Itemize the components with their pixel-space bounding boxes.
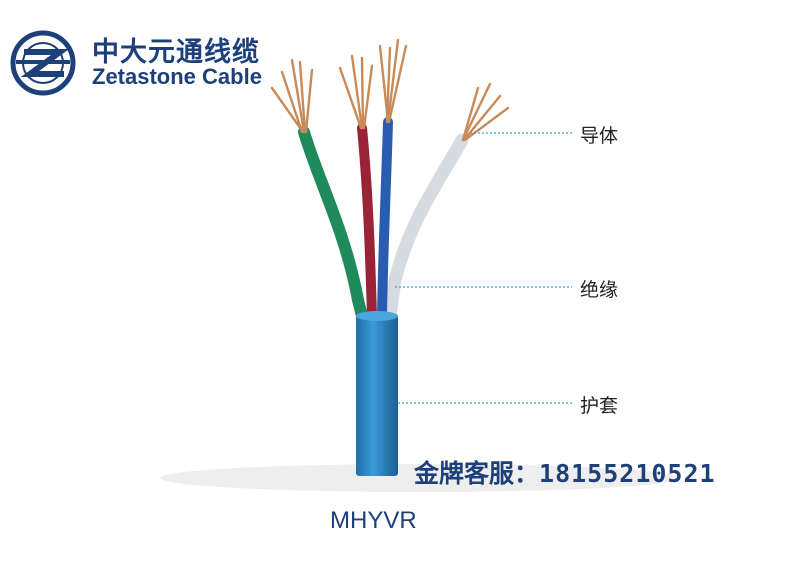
label-conductor: 导体 <box>580 125 619 147</box>
label-insulation: 绝缘 <box>580 279 619 301</box>
core-white <box>383 133 469 323</box>
zetastone-z-globe-icon <box>10 30 76 96</box>
floor-shadow <box>160 464 680 492</box>
brand-name-cn: 中大元通线缆 <box>92 37 260 68</box>
service-hotline: 金牌客服：18155210521 <box>414 454 716 490</box>
core-blue <box>377 117 393 321</box>
label-sheath: 护套 <box>580 395 619 417</box>
service-prefix: 金牌客服： <box>414 459 540 488</box>
copper-strands <box>270 38 510 142</box>
core-red <box>357 123 377 321</box>
service-phone: 18155210521 <box>539 459 716 488</box>
brand-name-en: Zetastone Cable <box>92 64 262 89</box>
cable-model: MHYVR <box>330 507 417 534</box>
sheath-top <box>356 311 398 321</box>
cable-sheath <box>356 314 398 476</box>
core-green <box>298 126 368 322</box>
